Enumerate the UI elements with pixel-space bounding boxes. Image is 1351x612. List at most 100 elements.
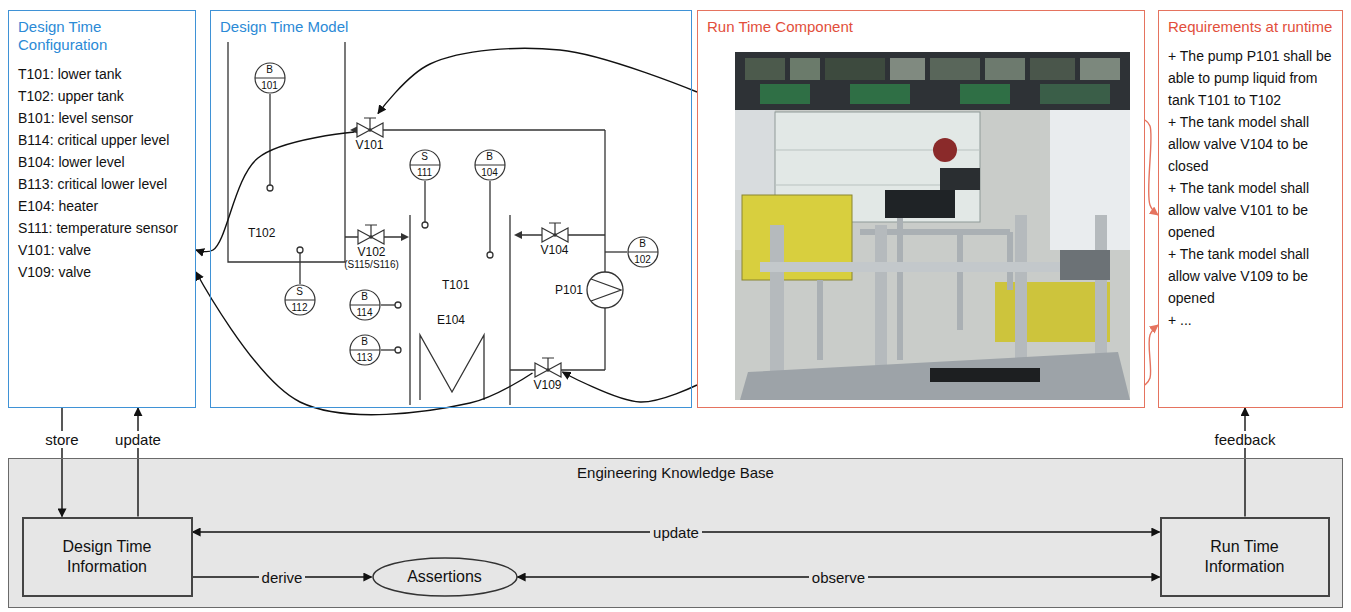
yellow-tank <box>995 282 1110 342</box>
list-item: B114: critical upper level <box>18 129 186 151</box>
rig-photo <box>735 52 1130 400</box>
valve-tag: V101 <box>355 138 383 152</box>
instrument-tag: 111 <box>409 165 441 181</box>
sensor-lead <box>381 349 395 350</box>
instrument-tag: B <box>349 289 381 305</box>
instrument-circle: B113 <box>349 334 381 366</box>
circle-outline <box>410 150 440 180</box>
instrument-circle: S111 <box>409 149 441 181</box>
ellipse-outline <box>373 558 517 596</box>
box-label: Design Time Information <box>36 537 179 577</box>
valve-symbol <box>533 354 563 378</box>
valve-dot <box>546 368 550 372</box>
panel-heading: Requirements at runtime <box>1168 18 1333 36</box>
rack-module <box>985 58 1025 80</box>
connector <box>563 372 698 402</box>
instrument-tag: 104 <box>474 165 506 181</box>
sensor-tip <box>422 222 428 228</box>
wall <box>1050 110 1130 250</box>
part-label: T101 <box>442 278 469 292</box>
instrument-tag: B <box>349 334 381 350</box>
instrument-circle: S112 <box>284 284 316 316</box>
list-item: T102: upper tank <box>18 85 186 107</box>
instrument-tag: 114 <box>349 305 381 321</box>
edge-label: store <box>42 431 81 448</box>
circle-outline <box>350 290 380 320</box>
circuit-board <box>760 84 810 104</box>
list-item: B104: lower level <box>18 151 186 173</box>
instrument-tag: B <box>254 62 286 78</box>
valve-tag: V102 <box>357 245 385 259</box>
edge-label: observe <box>809 569 868 586</box>
sensor-tip <box>395 347 401 353</box>
valve-symbol: V109 <box>533 354 563 392</box>
list-item: T101: lower tank <box>18 63 186 85</box>
valve-dot <box>368 128 372 132</box>
connector <box>378 48 697 113</box>
frame-post <box>875 225 887 385</box>
divider-line <box>628 251 658 252</box>
pump-symbol <box>587 272 623 308</box>
connector <box>1145 120 1158 215</box>
valve-symbol: V102(S115/S116) <box>344 221 399 271</box>
valve-actuator <box>940 168 980 190</box>
frame-profile <box>760 262 1110 272</box>
instrument-tag: 101 <box>254 78 286 94</box>
heater-symbol <box>420 335 484 400</box>
panel-box: Design Time ConfigurationT101: lower tan… <box>8 10 196 408</box>
connector <box>1244 408 1245 517</box>
list-item: + The tank model shall allow valve V104 … <box>1168 111 1333 177</box>
sensor-lead <box>381 304 395 305</box>
divider-line <box>410 164 440 165</box>
circle-outline <box>350 335 380 365</box>
sensor-lead <box>489 181 490 252</box>
valve-dot <box>553 233 557 237</box>
instrument-tag: S <box>409 149 441 165</box>
valve-symbol: V104 <box>540 219 570 257</box>
connector <box>196 272 533 415</box>
list-item: + The pump P101 shall be able to pump li… <box>1168 45 1333 111</box>
sensor-lead <box>424 181 425 222</box>
divider-line <box>255 77 285 78</box>
list-item: + The tank model shall allow valve V101 … <box>1168 177 1333 243</box>
circuit-board <box>960 84 1010 104</box>
circuit-board <box>850 84 910 104</box>
divider-line <box>285 299 315 300</box>
sensor-head <box>933 138 957 162</box>
part-label: P101 <box>555 283 583 297</box>
instrument-circle: B104 <box>474 149 506 181</box>
valve-symbol <box>355 114 385 138</box>
edge-label: update <box>112 431 164 448</box>
sensor-lead <box>605 251 627 252</box>
list-item: S111: temperature sensor <box>18 217 186 239</box>
instrument-tag: 102 <box>627 252 659 268</box>
flow-arrow <box>401 233 409 241</box>
list-item: B101: level sensor <box>18 107 186 129</box>
lower-tank-wall <box>409 215 410 405</box>
assertion-ellipse: Assertions <box>372 557 518 597</box>
rack-module <box>745 58 785 80</box>
base-plate <box>740 352 1130 400</box>
sensor-tip <box>487 252 493 258</box>
valve-actuator <box>549 223 561 235</box>
pipe <box>352 129 605 130</box>
instrument-tag: B <box>627 236 659 252</box>
rack-module <box>1080 58 1120 80</box>
base-bar <box>930 368 1040 382</box>
list-item: E104: heater <box>18 195 186 217</box>
divider-line <box>475 164 505 165</box>
divider-line <box>350 349 380 350</box>
frame-post <box>770 225 784 385</box>
sensor-tip <box>395 302 401 308</box>
valve-tag: V104 <box>540 243 568 257</box>
upper-tank <box>228 42 345 262</box>
list-item: + The tank model shall allow valve V109 … <box>1168 243 1333 309</box>
panel-heading: Engineering Knowledge Base <box>9 459 1342 482</box>
instrument-tag: 112 <box>284 300 316 316</box>
box-label: Assertions <box>407 567 482 587</box>
rack-module <box>1030 58 1075 80</box>
rack-module <box>790 58 820 80</box>
circuit-board <box>1040 84 1110 104</box>
panel-box: Design Time ModelB101V101S111B104V102(S1… <box>210 10 692 408</box>
